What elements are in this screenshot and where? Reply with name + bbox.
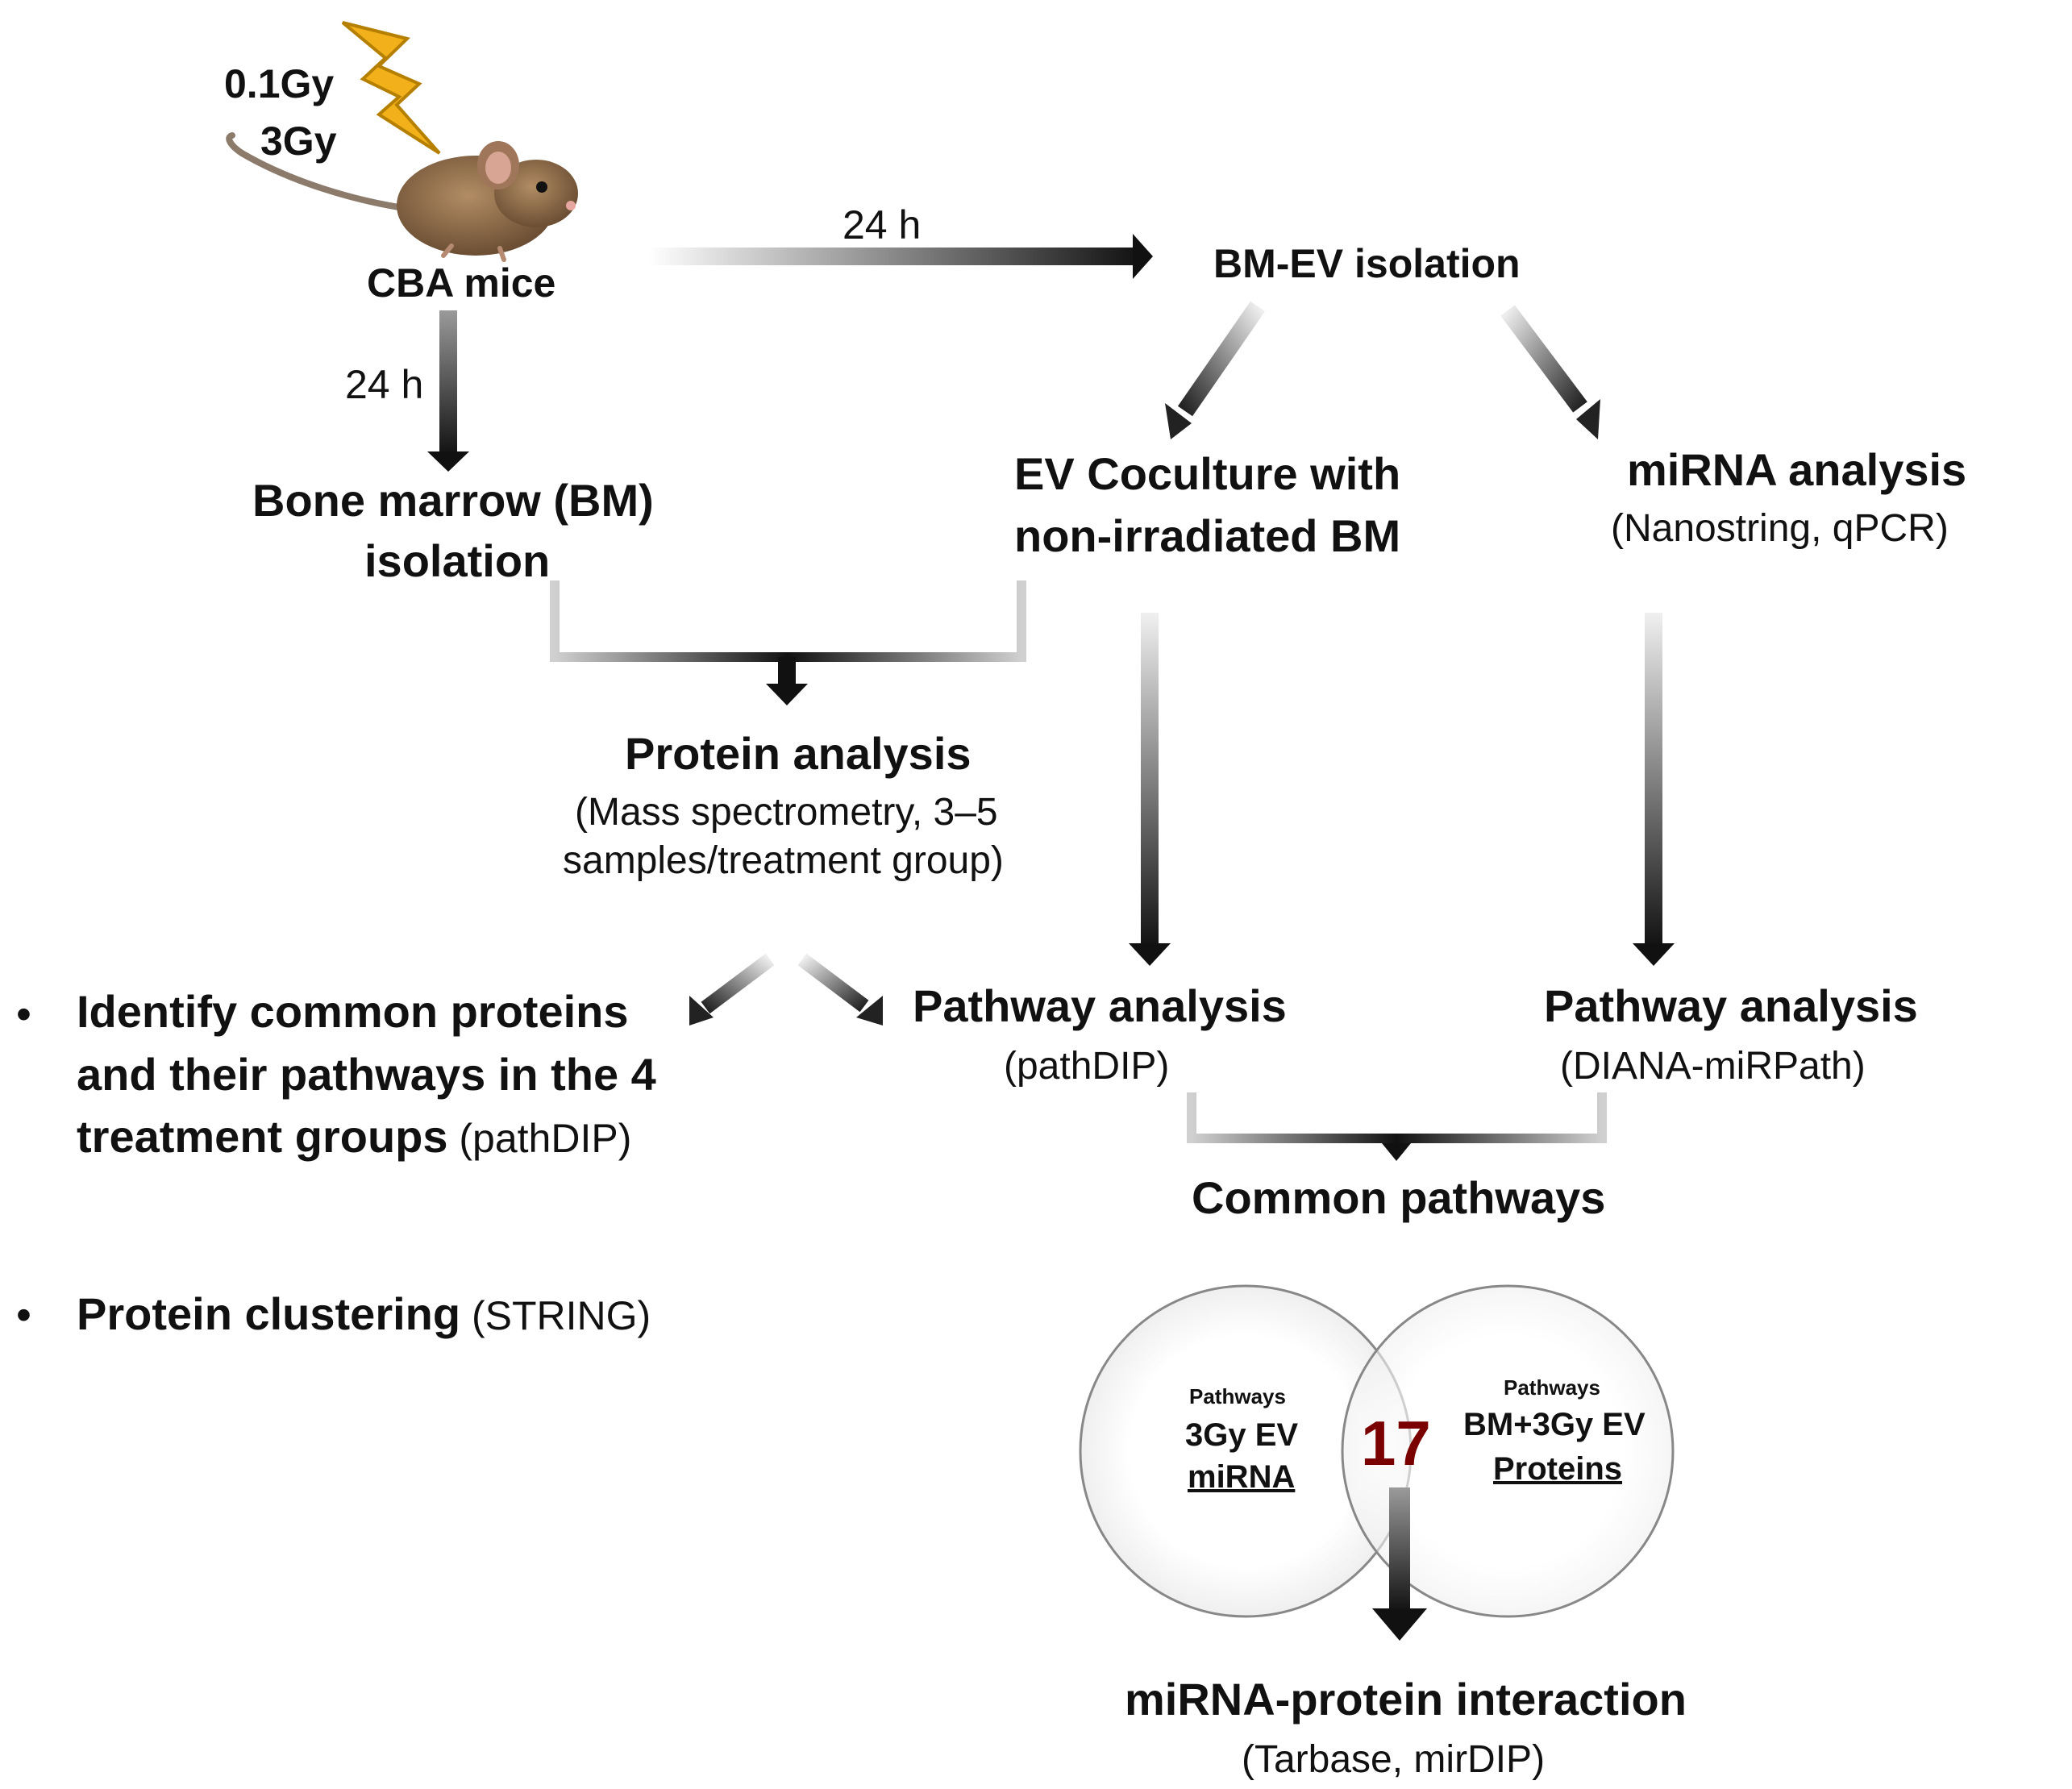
bullet-2-detail: (STRING) (460, 1293, 651, 1338)
arrow-to-bm-isolation (427, 310, 469, 472)
bullet-1-line2: and their pathways in the 4 (77, 1049, 656, 1100)
bm-isolation-line1: Bone marrow (BM) (252, 475, 654, 526)
arrow-coculture-to-pathway (1129, 613, 1171, 966)
pathway-right-title: Pathway analysis (1544, 980, 1918, 1031)
bullet-1-bold: treatment groups (77, 1111, 448, 1162)
mirna-analysis-detail: (Nanostring, qPCR) (1611, 507, 1949, 550)
ev-coculture-line1: EV Coculture with (1014, 448, 1401, 499)
venn-right-line1: BM+3Gy EV (1463, 1407, 1646, 1442)
venn-right-small: Pathways (1504, 1375, 1600, 1400)
bullet-1-line1: Identify common proteins (77, 986, 629, 1037)
arrow-to-bullets (689, 953, 775, 1026)
venn-circle-proteins (1341, 1284, 1675, 1618)
pathway-left-title: Pathway analysis (913, 980, 1287, 1031)
venn-right-line2: Proteins (1493, 1451, 1623, 1487)
arrow-to-mirna (1500, 305, 1600, 439)
bm-isolation-line2: isolation (364, 535, 551, 586)
bullet-1-line3: treatment groups (pathDIP) (77, 1110, 631, 1163)
mouse-label: CBA mice (367, 260, 556, 306)
venn-diagram (1079, 1284, 1675, 1618)
arrow-to-ev-isolation (649, 234, 1153, 279)
arrow-to-pathway-left (797, 953, 883, 1026)
pathway-left-detail: (pathDIP) (1004, 1045, 1170, 1088)
protein-analysis-detail1: (Mass spectrometry, 3–5 (575, 791, 998, 834)
bullet-1-detail: (pathDIP) (447, 1116, 632, 1161)
arrow-to-coculture (1165, 301, 1266, 439)
mouse-illustration (226, 132, 578, 262)
lightning-bolt-icon (341, 21, 441, 155)
time-label-ev: 24 h (843, 202, 922, 248)
interaction-detail: (Tarbase, mirDIP) (1242, 1738, 1546, 1781)
dose-low: 0.1Gy (224, 61, 335, 106)
bullet-marker-2: • (16, 1291, 31, 1339)
venn-left-line2: miRNA (1188, 1459, 1296, 1495)
bullet-2-bold: Protein clustering (77, 1288, 461, 1339)
bullet-marker-1: • (16, 990, 31, 1038)
venn-overlap-count: 17 (1361, 1408, 1431, 1479)
dose-high: 3Gy (260, 119, 337, 164)
pathway-right-detail: (DIANA-miRPath) (1560, 1045, 1866, 1088)
arrow-to-interaction (1372, 1487, 1427, 1641)
common-pathways-label: Common pathways (1192, 1172, 1606, 1223)
interaction-title: miRNA-protein interaction (1125, 1674, 1687, 1725)
venn-left-small: Pathways (1189, 1384, 1286, 1408)
bullet-2: Protein clustering (STRING) (77, 1288, 651, 1340)
mirna-analysis-title: miRNA analysis (1627, 444, 1967, 495)
arrow-mirna-to-pathway (1633, 613, 1675, 966)
ev-isolation-label: BM-EV isolation (1213, 241, 1521, 286)
venn-left-line1: 3Gy EV (1185, 1417, 1299, 1453)
protein-analysis-detail2: samples/treatment group) (563, 839, 1004, 882)
time-label-bm: 24 h (345, 362, 424, 407)
protein-analysis-title: Protein analysis (625, 728, 972, 779)
ev-coculture-line2: non-irradiated BM (1014, 510, 1401, 561)
bracket-to-protein-analysis (550, 580, 1026, 705)
bracket-to-common-pathways (1187, 1092, 1607, 1161)
